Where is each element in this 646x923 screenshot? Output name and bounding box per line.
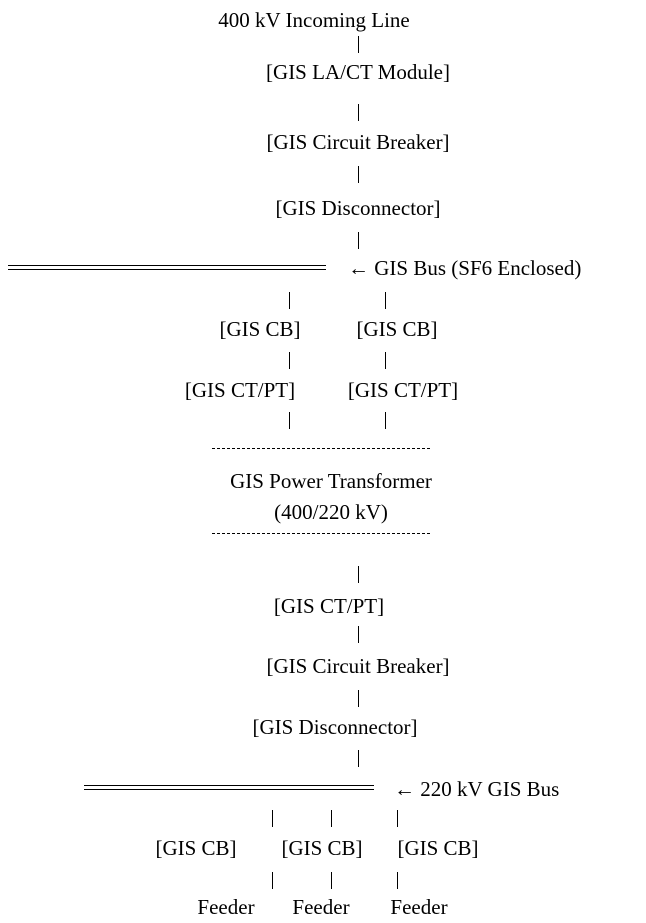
- connector-line: [272, 810, 273, 827]
- connector-line: [358, 36, 359, 53]
- connector-line: [397, 872, 398, 889]
- bay-1-cb: [GIS CB]: [219, 317, 301, 341]
- hv-circuit-breaker: [GIS Circuit Breaker]: [266, 130, 450, 154]
- feeder-2-cb: [GIS CB]: [281, 836, 363, 860]
- connector-line: [289, 352, 290, 369]
- hv-bus-label: ← GIS Bus (SF6 Enclosed): [348, 256, 582, 280]
- connector-line: [358, 566, 359, 583]
- connector-line: [385, 292, 386, 309]
- feeder-3-label: Feeder: [390, 895, 448, 919]
- feeder-2-label: Feeder: [292, 895, 350, 919]
- lv-gis-bus: [84, 785, 374, 790]
- connector-line: [331, 810, 332, 827]
- bay-2-cb: [GIS CB]: [356, 317, 438, 341]
- connector-line: [397, 810, 398, 827]
- lv-disconnector: [GIS Disconnector]: [252, 715, 418, 739]
- feeder-1-label: Feeder: [197, 895, 255, 919]
- transformer-rating: (400/220 kV): [274, 500, 388, 524]
- connector-line: [358, 750, 359, 767]
- lv-circuit-breaker: [GIS Circuit Breaker]: [266, 654, 450, 678]
- connector-line: [385, 352, 386, 369]
- connector-line: [358, 232, 359, 249]
- la-ct-module: [GIS LA/CT Module]: [266, 60, 450, 84]
- transformer-top-border: [212, 448, 430, 449]
- connector-line: [358, 626, 359, 643]
- feeder-1-cb: [GIS CB]: [155, 836, 237, 860]
- connector-line: [358, 104, 359, 121]
- connector-line: [358, 166, 359, 183]
- bay-1-ct-pt: [GIS CT/PT]: [184, 378, 296, 402]
- connector-line: [385, 412, 386, 429]
- bay-2-ct-pt: [GIS CT/PT]: [347, 378, 459, 402]
- connector-line: [272, 872, 273, 889]
- connector-line: [358, 690, 359, 707]
- transformer-name: GIS Power Transformer: [230, 469, 432, 493]
- connector-line: [289, 292, 290, 309]
- hv-disconnector: [GIS Disconnector]: [275, 196, 441, 220]
- hv-gis-bus: [8, 265, 326, 270]
- transformer-bottom-border: [212, 533, 430, 534]
- lv-ct-pt: [GIS CT/PT]: [273, 594, 385, 618]
- feeder-3-cb: [GIS CB]: [397, 836, 479, 860]
- lv-bus-label: ← 220 kV GIS Bus: [394, 777, 560, 801]
- connector-line: [331, 872, 332, 889]
- connector-line: [289, 412, 290, 429]
- incoming-line-label: 400 kV Incoming Line: [218, 8, 410, 32]
